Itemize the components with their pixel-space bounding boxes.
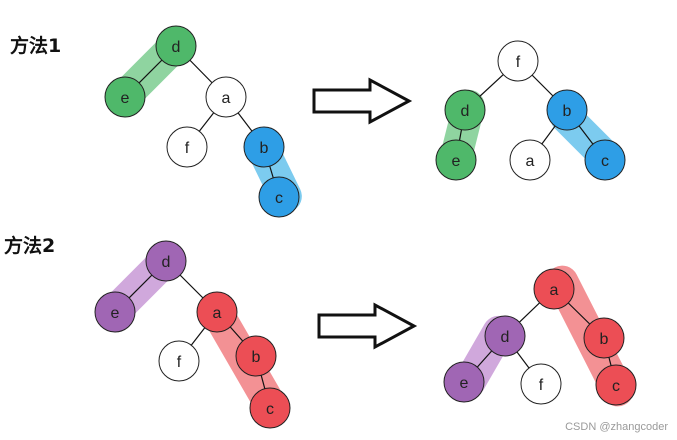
node-b: b <box>243 126 285 168</box>
node-f-after: f <box>497 40 539 82</box>
node-d-after: d <box>444 89 486 131</box>
node-e-m2-label: e <box>111 305 120 322</box>
node-f-m2-label: f <box>177 354 182 371</box>
node-f-label: f <box>185 140 190 157</box>
node-e-m2: e <box>94 291 136 333</box>
node-e-after: e <box>435 139 477 181</box>
node-a-after-label: a <box>526 153 535 170</box>
method-1-before-tree: d e a f b c <box>104 25 302 218</box>
node-f-m2: f <box>158 340 200 382</box>
node-c-label: c <box>275 190 283 207</box>
node-f-m2-after-label: f <box>539 377 544 394</box>
node-b-label: b <box>260 140 269 157</box>
node-a-m2-after-label: a <box>550 282 559 299</box>
node-d: d <box>155 25 197 67</box>
method-1-group: 方法1 d e a f <box>10 25 626 218</box>
node-d-after-label: d <box>461 103 470 120</box>
node-a-m2: a <box>196 291 238 333</box>
node-f-m2-after: f <box>520 363 562 405</box>
node-e: e <box>104 76 146 118</box>
method-2-before-tree: d e a f b c <box>94 240 291 429</box>
node-a-m2-label: a <box>213 305 222 322</box>
node-c-m2-after: c <box>595 364 637 406</box>
node-d-m2: d <box>145 240 187 282</box>
node-b-m2-after-label: b <box>600 331 609 348</box>
node-f-after-label: f <box>516 54 521 71</box>
node-e-m2-after: e <box>443 361 485 403</box>
node-c-m2-after-label: c <box>612 378 620 395</box>
node-d-m2-label: d <box>162 254 171 271</box>
watermark-text: CSDN @zhangcoder <box>565 421 668 433</box>
method-1-after-tree: f d e b a c <box>435 40 626 181</box>
node-b-m2-label: b <box>252 349 261 366</box>
method-2-group: 方法2 d e a f <box>4 234 637 429</box>
method-2-after-tree: a d b e f c <box>443 265 637 407</box>
node-b-m2: b <box>235 335 277 377</box>
node-a-label: a <box>222 90 231 107</box>
transform-arrow-2 <box>317 302 418 350</box>
node-e-label: e <box>121 90 130 107</box>
node-d-m2-after: d <box>484 315 526 357</box>
node-e-m2-after-label: e <box>460 375 469 392</box>
node-c-after: c <box>584 139 626 181</box>
method-1-label: 方法1 <box>10 34 61 57</box>
node-f: f <box>166 126 208 168</box>
node-c-m2-label: c <box>266 401 274 418</box>
node-b-after: b <box>546 89 588 131</box>
node-a-m2-after: a <box>533 268 575 310</box>
node-a-after: a <box>509 139 551 181</box>
node-c: c <box>258 176 300 218</box>
node-d-label: d <box>172 39 181 56</box>
transform-arrow-1 <box>312 77 413 125</box>
node-d-m2-after-label: d <box>501 329 510 346</box>
node-c-after-label: c <box>601 153 609 170</box>
node-e-after-label: e <box>452 153 461 170</box>
node-b-m2-after: b <box>583 317 625 359</box>
node-b-after-label: b <box>563 103 572 120</box>
node-c-m2: c <box>249 387 291 429</box>
method-2-label: 方法2 <box>4 234 55 257</box>
node-a: a <box>205 76 247 118</box>
